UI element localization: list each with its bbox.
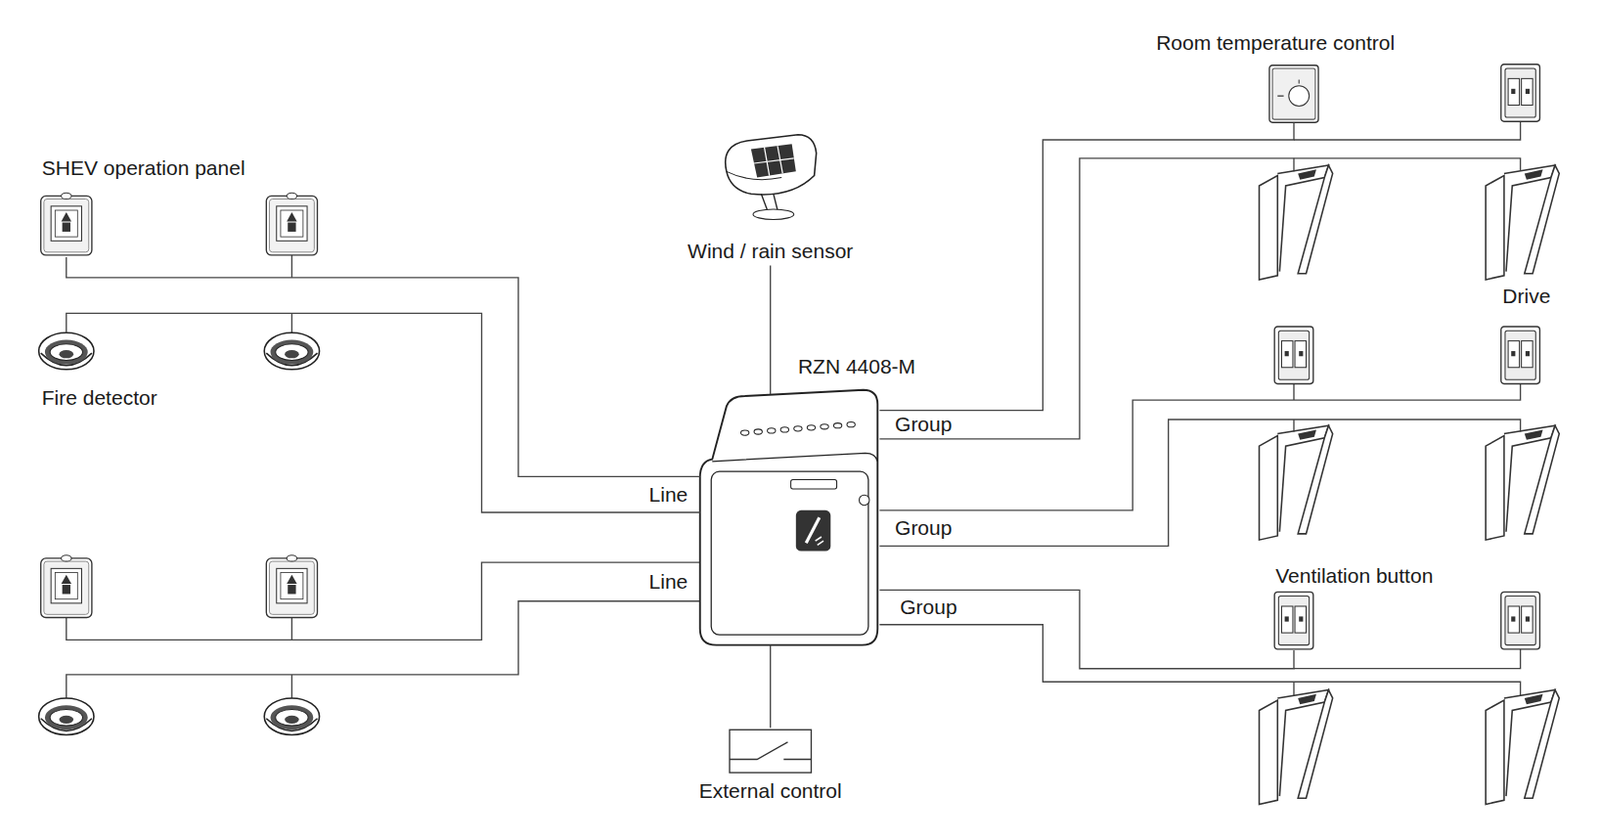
edge-label: Group (891, 412, 955, 437)
node-text: Wind / rain sensor (687, 239, 853, 264)
room-temperature-control: Room temperature control (1154, 30, 1432, 123)
drive-icon (1485, 165, 1559, 280)
edge-label: Group (896, 595, 960, 620)
wire-connector (879, 158, 1520, 440)
wire-connector (769, 265, 771, 395)
ventilation-button: Ventilation button (1273, 564, 1461, 651)
wire-connector (66, 312, 701, 513)
drive-icon (1259, 165, 1334, 280)
wire (66, 601, 701, 699)
button-icon (1501, 591, 1541, 649)
shev-panel-icon (41, 555, 92, 619)
button-icon (1501, 64, 1541, 122)
button-icon (1501, 326, 1541, 384)
wind-sensor-icon (725, 134, 817, 221)
fire-detector-icon (264, 332, 319, 370)
external-switch (729, 729, 811, 773)
controller-housing (700, 390, 879, 646)
fire-detector-icon (39, 332, 94, 370)
line-label: Line (646, 570, 692, 594)
edge-label: Line (646, 483, 692, 507)
wire-connector (66, 257, 701, 477)
node-text: SHEV operation panel (42, 156, 246, 180)
node-text: Room temperature control (1155, 31, 1395, 55)
wire (879, 624, 1520, 697)
drive-icon (1485, 690, 1559, 805)
node-text: Drive (1502, 284, 1551, 309)
wind-rain-sensor: Wind / rain sensor (673, 129, 868, 267)
shev-panel-icon (266, 192, 317, 256)
node-text: RZN 4408-M (798, 355, 916, 379)
fire-detector-icon (39, 698, 94, 736)
controller-box: RZN 4408-M (700, 394, 881, 646)
wire-connector (769, 645, 771, 729)
node-text: Ventilation button (1275, 564, 1433, 588)
wire-connector (879, 122, 1294, 410)
button-icon (1274, 591, 1314, 649)
wire (1293, 121, 1521, 140)
shev-operation-panel: SHEV operation panel (40, 156, 271, 258)
fire-detector: Fire detector (38, 332, 181, 410)
wire-connector (879, 589, 1294, 668)
fire-detector-icon (264, 698, 319, 736)
button-icon (1274, 326, 1314, 384)
wire (291, 255, 293, 278)
wires (66, 121, 1521, 699)
external-control: External control (688, 727, 852, 806)
node-text: External control (699, 779, 843, 803)
drive-icon (1259, 425, 1334, 540)
drive-icon (1259, 690, 1334, 805)
shev-panel-icon (266, 555, 317, 619)
wire (291, 312, 293, 333)
drive: Drive (1479, 170, 1559, 309)
wire (1292, 158, 1294, 173)
wire (1293, 649, 1521, 669)
shev-panel-icon (41, 192, 92, 256)
wire (879, 383, 1520, 510)
drive-icon (1485, 425, 1559, 540)
node-text: Fire detector (42, 386, 158, 410)
group-label: Group (891, 516, 955, 540)
thermostat-icon (1269, 65, 1319, 123)
